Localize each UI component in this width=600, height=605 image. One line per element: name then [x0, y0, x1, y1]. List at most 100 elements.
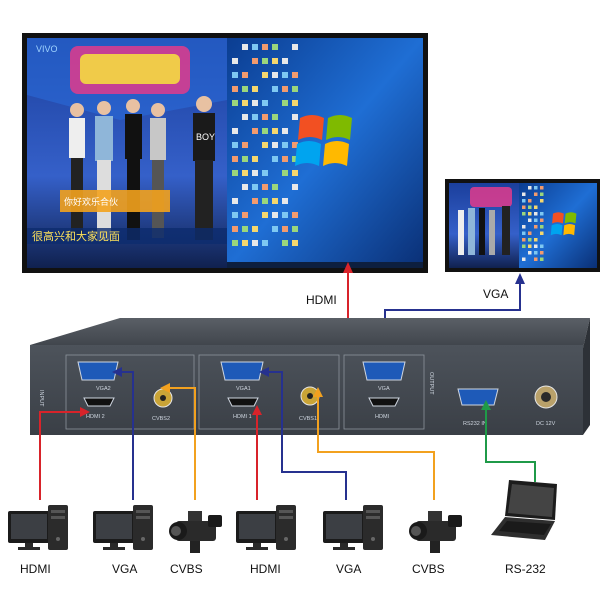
desktop-icon: [262, 142, 268, 148]
desktop-icon: [534, 238, 538, 242]
desktop-icon: [232, 212, 238, 218]
source-devices: [8, 480, 557, 553]
tv-show-area: VIVO BOY 你好欢乐合伙 很高兴和大家见面: [27, 38, 227, 268]
svg-text:VGA: VGA: [378, 386, 390, 392]
dc-power-port: DC 12V: [534, 385, 558, 427]
desktop-icon: [522, 225, 526, 229]
vga1-port: VGA1: [220, 361, 264, 392]
desktop-icon: [540, 244, 544, 248]
desktop-icon: [232, 100, 238, 106]
desktop-icon: [282, 240, 288, 246]
input-wires: [39, 367, 536, 500]
desktop-icon: [528, 231, 532, 235]
desktop-icon: [262, 170, 268, 176]
desktop-icon: [272, 198, 278, 204]
desktop-icon: [262, 198, 268, 204]
desktop-icon: [528, 238, 532, 242]
source-label-hdmi-1: HDMI: [250, 562, 281, 576]
svg-text:VGA1: VGA1: [236, 386, 251, 392]
desktop-icon: [272, 128, 278, 134]
desktop-icon: [262, 128, 268, 134]
source-label-rs232: RS-232: [505, 562, 546, 576]
desktop-icon: [232, 142, 238, 148]
vga-display: [445, 179, 600, 272]
desktop-icon: [540, 251, 544, 255]
desktop-icon: [540, 192, 544, 196]
desktop-icon: [282, 198, 288, 204]
svg-text:CVBS1: CVBS1: [299, 416, 317, 422]
desktop-icon: [242, 156, 248, 162]
cvbs1-input-wire: [317, 392, 435, 500]
desktop-icon: [292, 212, 298, 218]
desktop-icon: [232, 226, 238, 232]
desktop-icon: [528, 244, 532, 248]
desktop-icon: [252, 128, 258, 134]
desktop-icon: [232, 72, 238, 78]
desktop-icon: [282, 86, 288, 92]
desktop-icon: [272, 226, 278, 232]
desktop-icon: [522, 192, 526, 196]
source-label-hdmi-2: HDMI: [20, 562, 51, 576]
desktop-icon: [262, 240, 268, 246]
monitor-icon: [8, 511, 50, 550]
desktop-icon: [252, 100, 258, 106]
vga-output-arrow: [515, 273, 525, 284]
rs232-port: RS232 IN: [457, 388, 499, 427]
desktop-icon: [292, 114, 298, 120]
output-side-label: OUTPUT: [428, 372, 434, 395]
output-hdmi-port: HDMI: [368, 397, 400, 420]
desktop-icon: [534, 212, 538, 216]
desktop-icon: [272, 156, 278, 162]
output-vga-port: VGA: [362, 361, 406, 392]
desktop-icon: [252, 184, 258, 190]
source-label-cvbs-1: CVBS: [412, 562, 445, 576]
desktop-icon: [292, 240, 298, 246]
pc-tower-icon: [133, 505, 153, 550]
source-device-vga-2: [93, 505, 153, 550]
desktop-icon: [272, 44, 278, 50]
pc-tower-icon: [276, 505, 296, 550]
desktop-icon: [232, 128, 238, 134]
desktop-icon: [528, 218, 532, 222]
desktop-icon-grid: [232, 44, 298, 246]
desktop-icon: [528, 205, 532, 209]
desktop-icon: [522, 238, 526, 242]
desktop-icon: [292, 156, 298, 162]
desktop-icon: [292, 226, 298, 232]
hdmi2-input-wire: [39, 411, 82, 500]
svg-text:RS232 IN: RS232 IN: [463, 421, 487, 427]
desktop-icon: [252, 58, 258, 64]
hdmi2-port: HDMI 2: [83, 397, 115, 420]
desktop-icon: [242, 240, 248, 246]
desktop-icon: [242, 226, 248, 232]
desktop-icon: [282, 72, 288, 78]
source-device-cvbs-2: [169, 511, 222, 553]
desktop-icon: [252, 170, 258, 176]
source-label-cvbs-2: CVBS: [170, 562, 203, 576]
svg-text:CVBS2: CVBS2: [152, 416, 170, 422]
desktop-icon: [522, 231, 526, 235]
svg-text:VGA2: VGA2: [96, 386, 111, 392]
desktop-icon: [232, 58, 238, 64]
source-label-vga-2: VGA: [112, 562, 137, 576]
desktop-icon: [262, 44, 268, 50]
monitor-icon: [236, 511, 278, 550]
mini-desktop-icon-grid: [522, 186, 544, 261]
source-device-vga-1: [323, 505, 383, 550]
desktop-icon: [242, 86, 248, 92]
svg-text:HDMI 2: HDMI 2: [86, 414, 105, 420]
desktop-icon: [528, 186, 532, 190]
desktop-icon: [540, 257, 544, 261]
laptop-icon: [491, 480, 557, 540]
desktop-icon: [232, 86, 238, 92]
desktop-icon: [522, 199, 526, 203]
desktop-icon: [282, 226, 288, 232]
desktop-icon: [252, 86, 258, 92]
desktop-icon: [522, 205, 526, 209]
vga2-input-wire: [118, 371, 134, 500]
desktop-icon: [528, 199, 532, 203]
desktop-icon: [252, 156, 258, 162]
svg-text:DC 12V: DC 12V: [536, 421, 556, 427]
desktop-icon: [534, 244, 538, 248]
pc-tower-icon: [363, 505, 383, 550]
